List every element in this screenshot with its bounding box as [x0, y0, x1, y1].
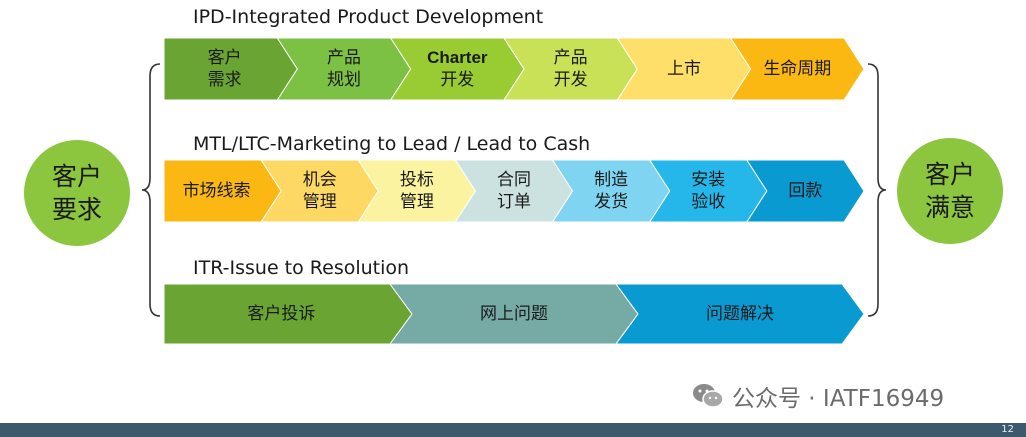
mtl-ltc-step-3-line1: 投标 — [399, 170, 434, 190]
customer-satisfaction-circle: 客户 满意 — [897, 138, 1003, 244]
ipd-step-label-5: 上市 — [629, 38, 738, 100]
ipd-step-4-line1: 产品 — [553, 48, 588, 68]
mtl-ltc-step-label-7: 回款 — [759, 160, 852, 222]
ipd-row-title: IPD-Integrated Product Development — [193, 6, 544, 28]
ipd-step-3-line1: Charter — [427, 48, 488, 67]
ipd-chevron-svg — [163, 37, 865, 101]
mtl-ltc-step-label-3: 投标管理 — [370, 160, 463, 222]
footer-bar — [0, 423, 1026, 437]
circle-left-line2: 要求 — [51, 195, 102, 224]
mtl-ltc-step-2-line2: 管理 — [302, 192, 337, 212]
watermark: 公众号 · IATF16949 — [692, 379, 944, 413]
mtl-ltc-step-5-line1: 制造 — [594, 170, 629, 190]
itr-row-title: ITR-Issue to Resolution — [193, 257, 410, 279]
mtl-ltc-step-6-line2: 验收 — [691, 192, 726, 212]
mtl-ltc-step-label-1: 市场线索 — [164, 160, 269, 222]
itr-step-1-line1: 客户投诉 — [247, 304, 316, 324]
watermark-text: 公众号 · IATF16949 — [732, 386, 945, 412]
mtl-ltc-step-5-line2: 发货 — [594, 192, 629, 212]
mtl-ltc-step-2-line1: 机会 — [302, 170, 337, 190]
ipd-step-label-4: 产品开发 — [516, 38, 625, 100]
mtl-ltc-row-title: MTL/LTC-Marketing to Lead / Lead to Cash — [193, 133, 591, 155]
circle-left-line1: 客户 — [51, 162, 102, 191]
ipd-step-4-line2: 开发 — [553, 70, 588, 90]
mtl-ltc-step-4-line1: 合同 — [496, 170, 531, 190]
mtl-ltc-process-row: 市场线索机会管理投标管理合同订单制造发货安装验收回款 — [163, 159, 865, 223]
mtl-ltc-step-6-line1: 安装 — [691, 170, 726, 190]
circle-right-line1: 客户 — [924, 160, 975, 189]
right-brace — [867, 63, 887, 317]
mtl-ltc-step-7-line1: 回款 — [788, 181, 823, 201]
ipd-step-1-line1: 客户 — [207, 48, 242, 68]
ipd-step-6-line1: 生命周期 — [763, 59, 832, 79]
mtl-ltc-step-label-4: 合同订单 — [467, 160, 560, 222]
itr-step-label-2: 网上问题 — [403, 284, 625, 344]
itr-process-row: 客户投诉 网上问题 问题解决 — [163, 283, 865, 345]
ipd-step-label-1: 客户需求 — [164, 38, 285, 100]
customer-requirement-circle: 客户 要求 — [24, 140, 130, 246]
wechat-icon — [693, 384, 724, 408]
ipd-step-label-6: 生命周期 — [743, 38, 852, 100]
left-brace — [141, 63, 161, 317]
ipd-step-1-line2: 需求 — [207, 70, 242, 90]
ipd-step-2-line2: 规划 — [326, 70, 361, 90]
itr-chevron-svg — [163, 283, 865, 345]
ipd-step-3-line2: 开发 — [440, 70, 475, 90]
mtl-ltc-step-label-5: 制造发货 — [565, 160, 658, 222]
itr-step-2-line1: 网上问题 — [479, 304, 548, 324]
ipd-step-2-line1: 产品 — [326, 48, 361, 68]
mtl-ltc-chevron-svg — [163, 159, 865, 223]
ipd-step-label-3: Charter 开发 — [403, 38, 512, 100]
mtl-ltc-chevron-7 — [745, 159, 865, 223]
mtl-ltc-step-label-6: 安装验收 — [662, 160, 755, 222]
ipd-chevron-6 — [729, 37, 865, 101]
mtl-ltc-step-1-line1: 市场线索 — [182, 181, 251, 201]
circle-right-line2: 满意 — [924, 193, 975, 222]
ipd-step-label-2: 产品规划 — [289, 38, 398, 100]
mtl-ltc-step-3-line2: 管理 — [399, 192, 434, 212]
mtl-ltc-step-4-line2: 订单 — [496, 192, 531, 212]
itr-step-3-line1: 问题解决 — [705, 304, 774, 324]
itr-step-label-3: 问题解决 — [629, 284, 851, 344]
mtl-ltc-step-label-2: 机会管理 — [273, 160, 366, 222]
itr-step-label-1: 客户投诉 — [164, 284, 399, 344]
page-number: 12 — [1001, 424, 1014, 435]
ipd-step-5-line1: 上市 — [666, 59, 701, 79]
itr-chevron-3 — [615, 283, 865, 345]
